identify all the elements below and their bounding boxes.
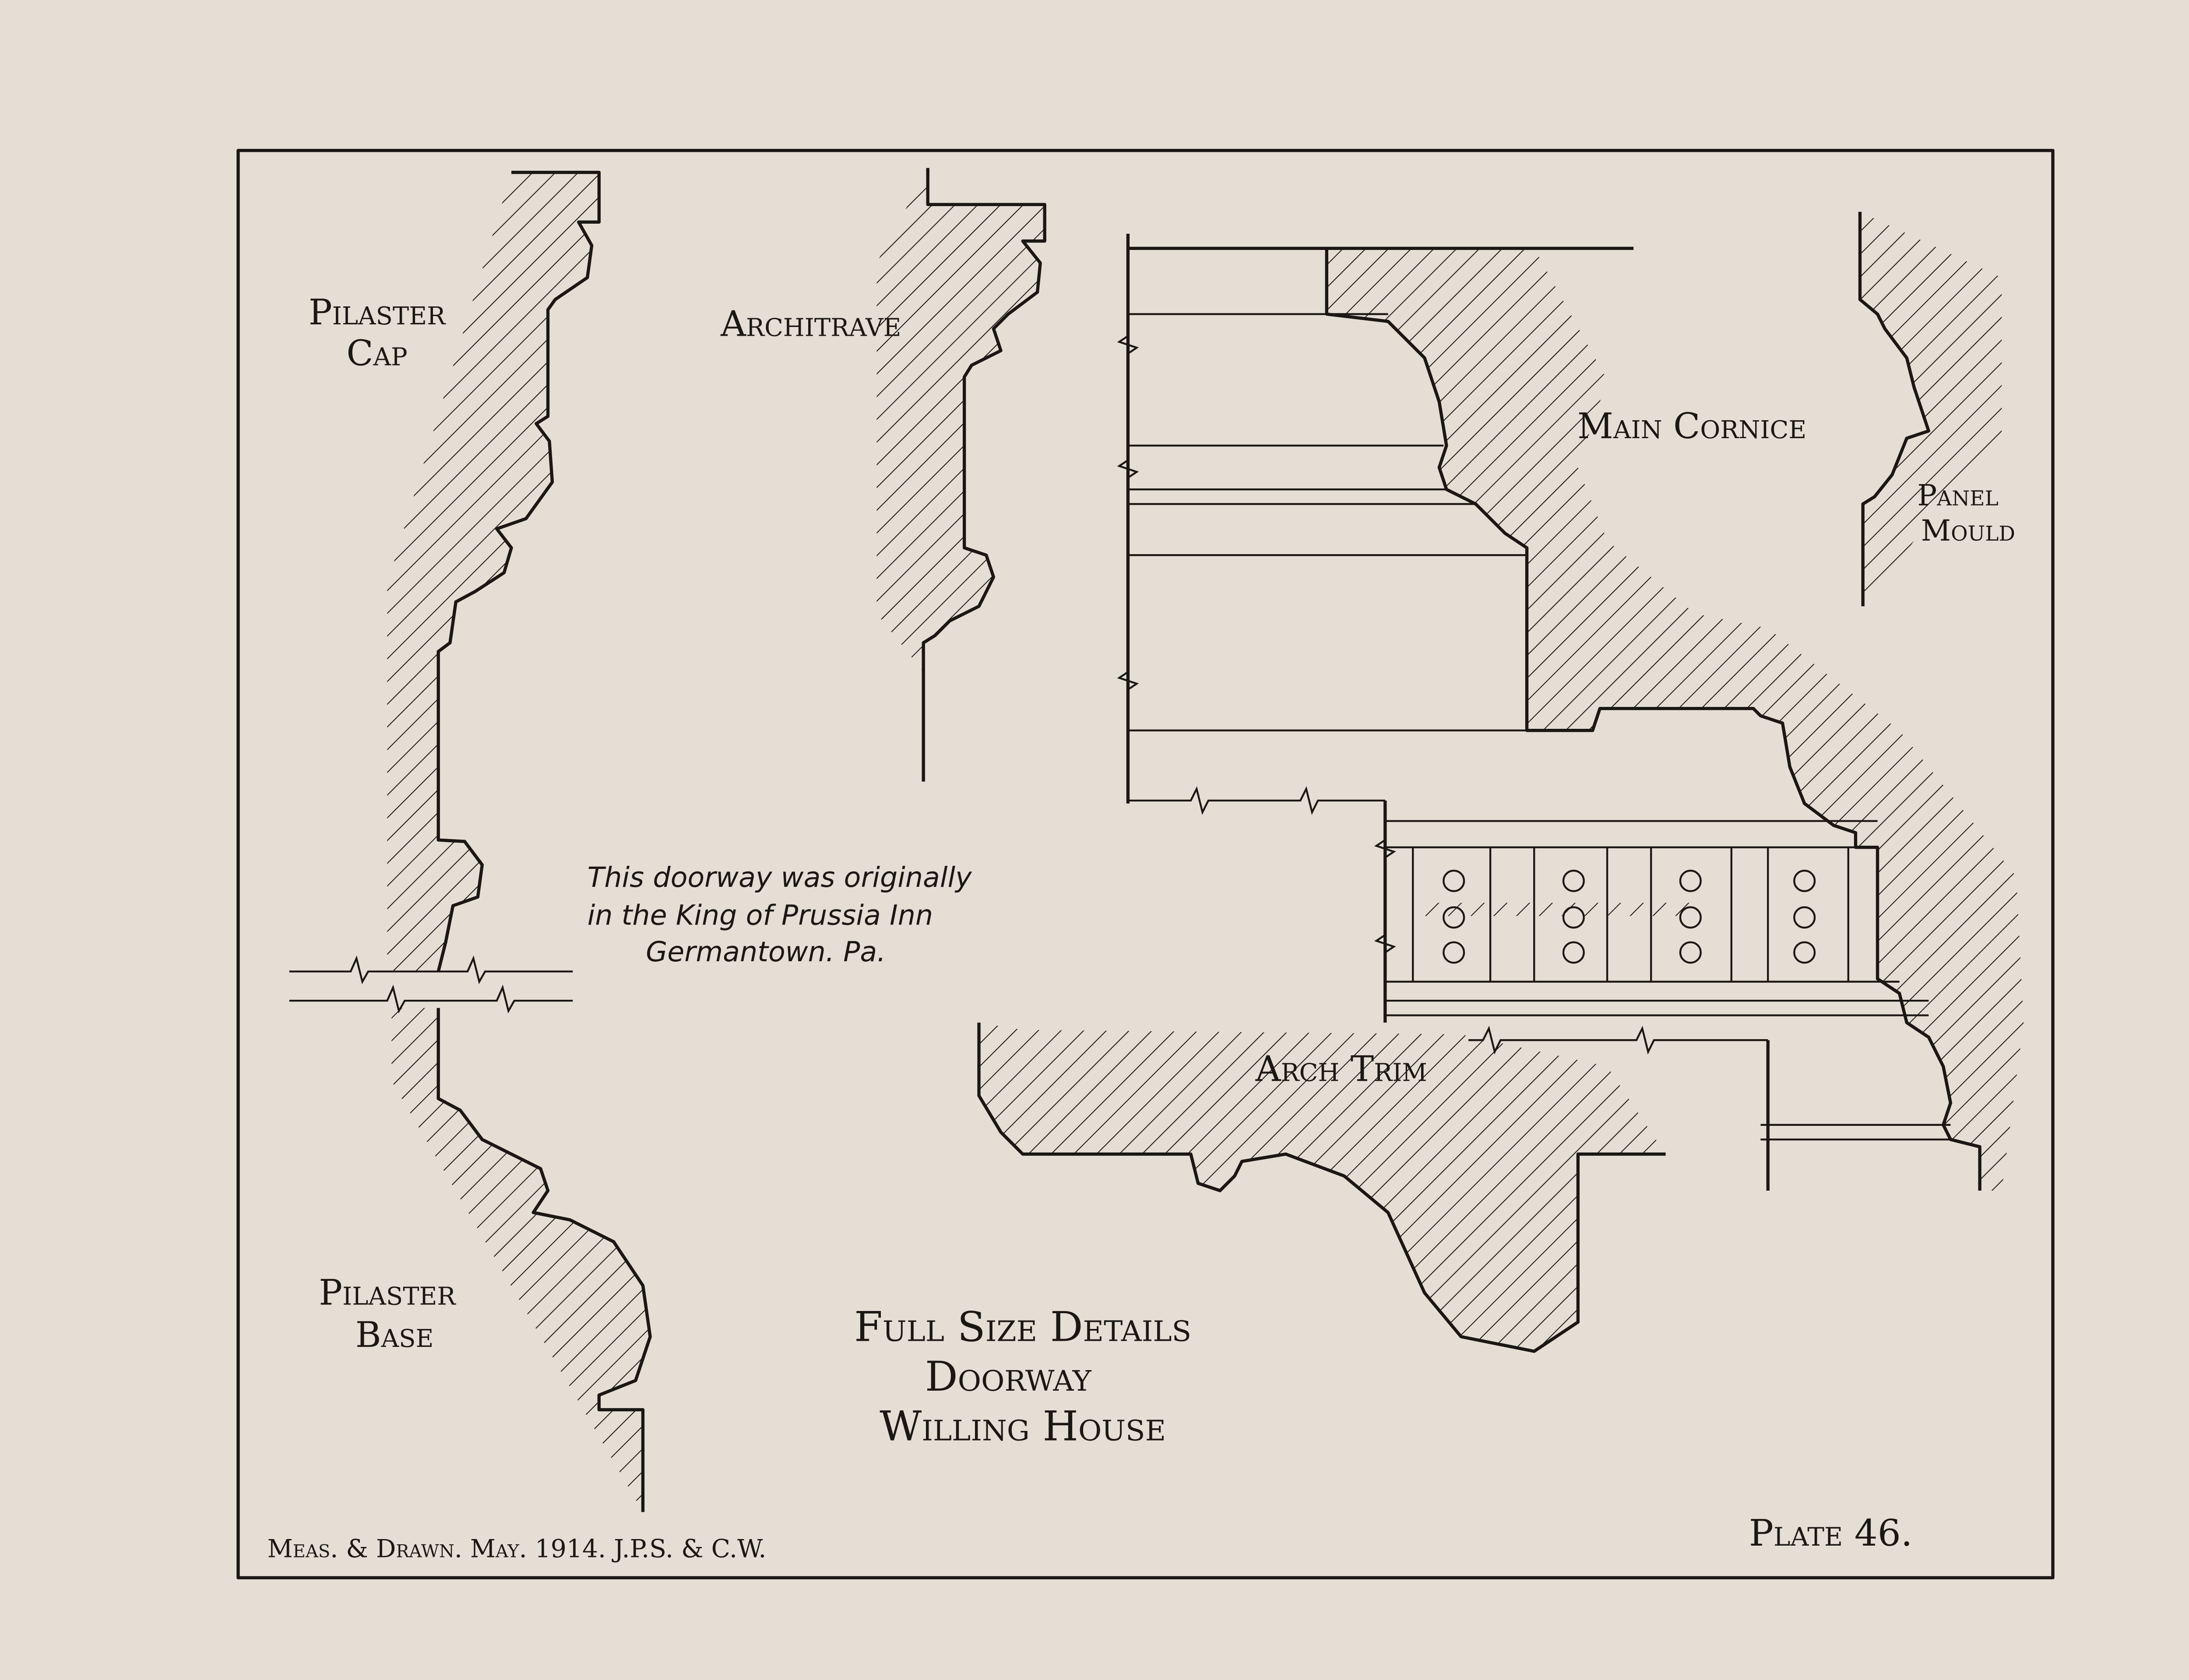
label-arch-trim: Arch Trim	[1255, 1049, 1427, 1090]
label-architrave: Architrave	[720, 304, 901, 344]
arch-trim-profile	[977, 786, 1951, 1353]
panel-mould-profile	[1858, 211, 2002, 607]
label-panel-mould-line1: Panel	[1917, 478, 1999, 513]
arch-trim-rosettes	[1443, 869, 1816, 964]
title-line-1: Full Size Details	[854, 1304, 1191, 1351]
note-line-1: This doorway was originally	[588, 861, 973, 893]
title-line-2: Doorway	[925, 1353, 1092, 1401]
main-cornice-profile	[1117, 233, 2024, 1191]
label-pilaster-cap-line2: Cap	[346, 333, 407, 373]
plate-number: Plate 46.	[1749, 1512, 1913, 1554]
title-line-3: Willing House	[880, 1403, 1166, 1451]
architrave-profile	[876, 168, 1046, 782]
note-line-2: in the King of Prussia Inn	[588, 899, 933, 931]
label-panel-mould-line2: Mould	[1921, 513, 2015, 548]
break-lines-pilaster	[289, 955, 573, 1014]
pilaster-base-profile	[391, 1008, 652, 1512]
credit-line: Meas. & Drawn. May. 1914. J.P.S. & C.W.	[267, 1535, 767, 1564]
label-pilaster-base-line1: Pilaster	[319, 1272, 456, 1313]
label-pilaster-base-line2: Base	[355, 1314, 434, 1355]
arch-trim-dividers	[1412, 847, 1849, 982]
label-main-cornice: Main Cornice	[1577, 406, 1806, 446]
label-pilaster-cap-line1: Pilaster	[309, 292, 446, 333]
plate-border	[236, 149, 2055, 1580]
note-line-3: Germantown. Pa.	[646, 935, 886, 968]
pilaster-cap-profile	[387, 171, 601, 972]
